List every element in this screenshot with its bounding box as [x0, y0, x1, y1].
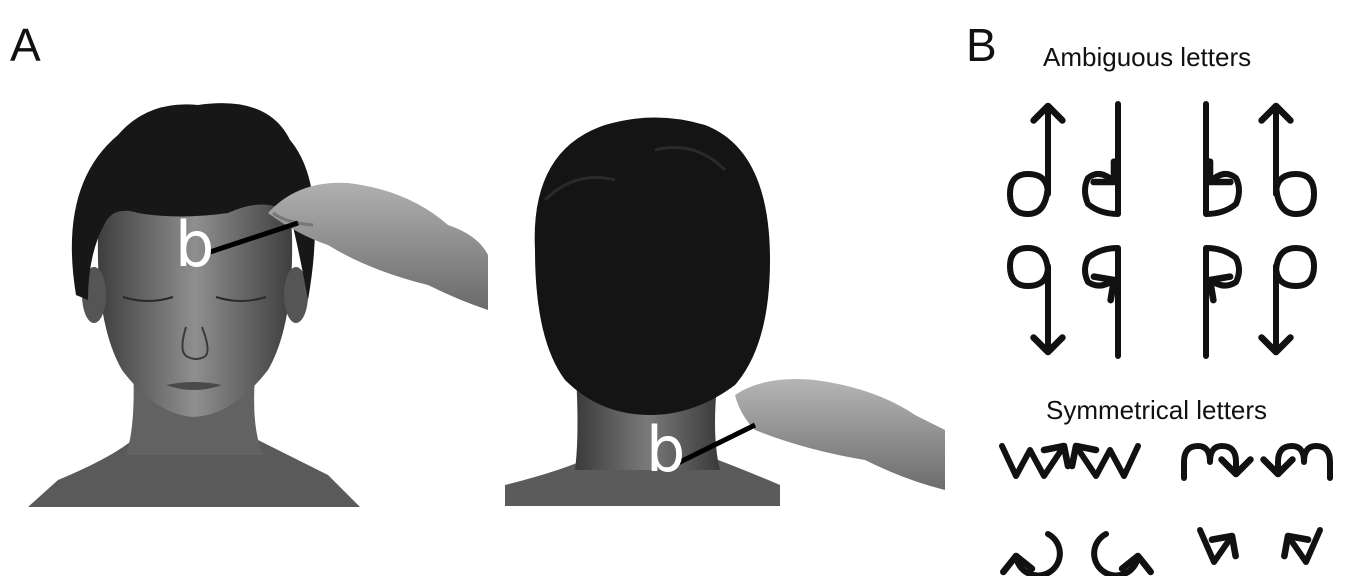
letter-glyph-grid	[990, 90, 1345, 576]
circle-cw-arrow-icon	[1094, 534, 1138, 576]
d-loop-arrow-icon	[1085, 104, 1118, 214]
b-loop-arrow-icon	[1206, 104, 1239, 214]
front-traced-letter: b	[175, 214, 214, 276]
back-head-illustration	[505, 110, 945, 506]
d-up-arrow-icon	[1010, 106, 1048, 214]
w-arrow-right-icon	[1002, 446, 1064, 476]
p-down-arrow-icon	[1276, 248, 1314, 352]
panel-a-label: A	[10, 22, 41, 68]
m-arrow-left-icon	[1278, 446, 1330, 478]
v-arrow-right-icon	[1200, 530, 1232, 562]
w-arrow-left-icon	[1076, 446, 1138, 476]
ambiguous-letters-title: Ambiguous letters	[1043, 44, 1251, 70]
panel-b-label: B	[966, 22, 997, 68]
circle-ccw-arrow-icon	[1016, 534, 1060, 576]
m-arrow-right-icon	[1184, 446, 1236, 478]
b-up-arrow-icon	[1276, 106, 1314, 214]
q-down-arrow-icon	[1010, 248, 1048, 352]
p-loop-arrow-icon	[1206, 248, 1239, 356]
v-arrow-left-icon	[1288, 530, 1320, 562]
back-traced-letter: b	[646, 419, 685, 481]
q-loop-arrow-icon	[1085, 248, 1118, 356]
front-head-illustration	[28, 95, 488, 507]
